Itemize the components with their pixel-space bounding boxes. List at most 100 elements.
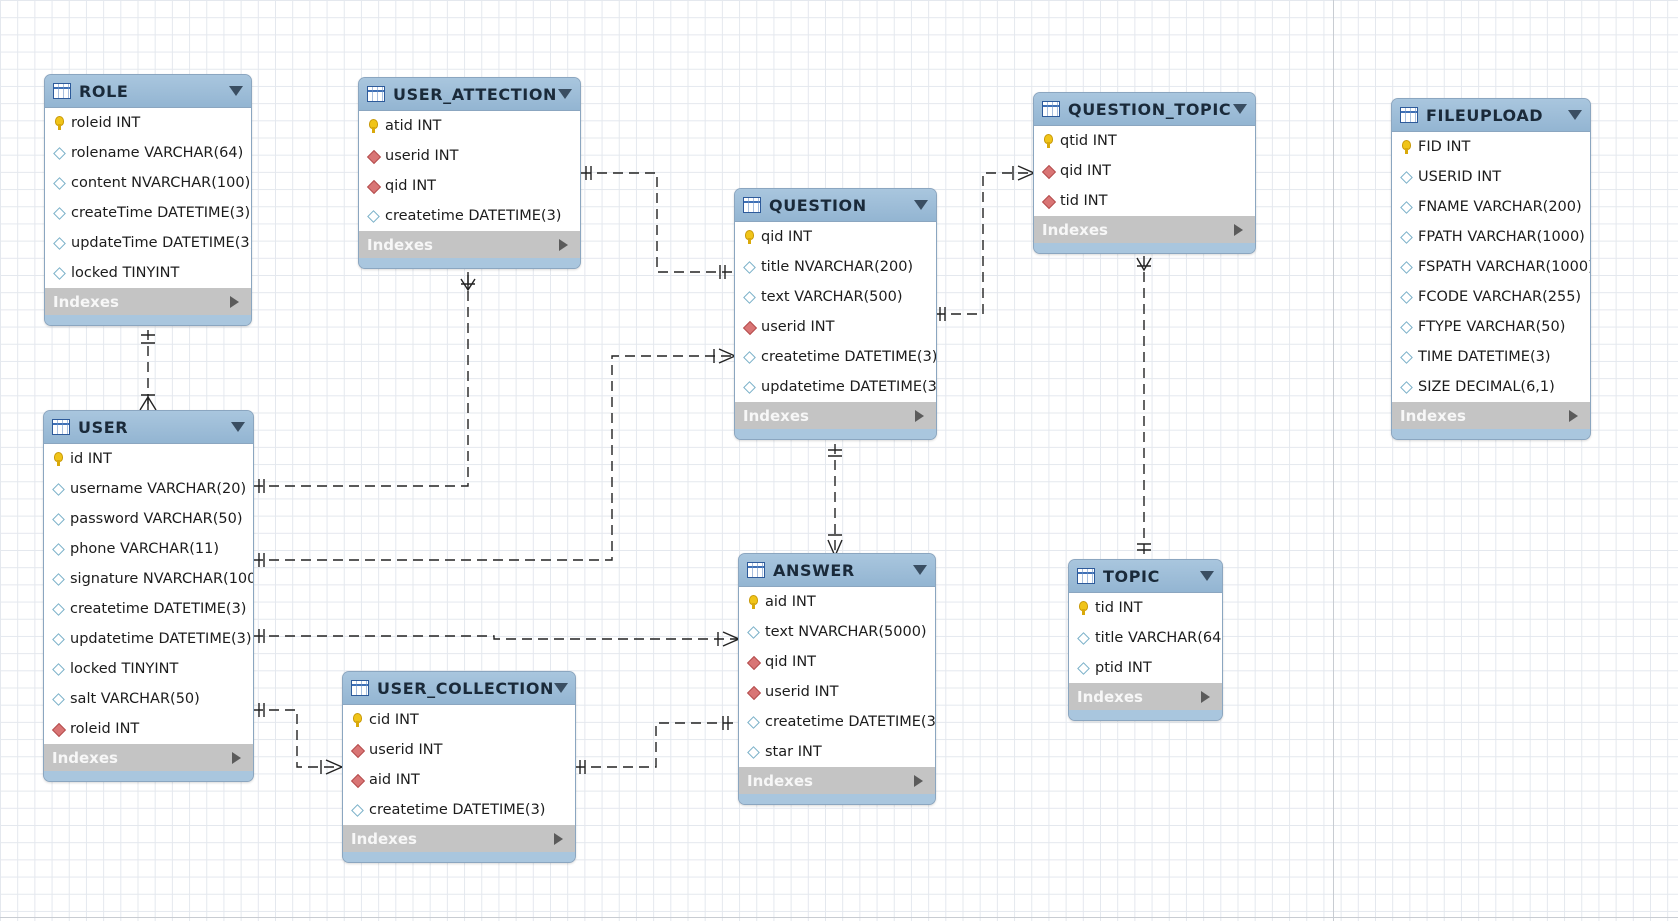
column-row[interactable]: title VARCHAR(64) bbox=[1069, 623, 1222, 653]
expand-arrow-icon[interactable] bbox=[1201, 690, 1210, 703]
column-row[interactable]: id INT bbox=[44, 444, 253, 474]
column-row[interactable]: SIZE DECIMAL(6,1) bbox=[1392, 372, 1590, 402]
column-row[interactable]: updatetime DATETIME(3) bbox=[735, 372, 936, 402]
collapse-caret-icon[interactable] bbox=[229, 86, 243, 96]
indexes-section[interactable]: Indexes bbox=[1392, 402, 1590, 429]
column-row[interactable]: ptid INT bbox=[1069, 653, 1222, 683]
indexes-section[interactable]: Indexes bbox=[44, 744, 253, 771]
column-row[interactable]: text VARCHAR(500) bbox=[735, 282, 936, 312]
entity-header[interactable]: USER_COLLECTION bbox=[343, 672, 575, 704]
column-row[interactable]: createtime DATETIME(3) bbox=[359, 201, 580, 231]
column-row[interactable]: createtime DATETIME(3) bbox=[735, 342, 936, 372]
entity-header[interactable]: USER_ATTECTION bbox=[359, 78, 580, 110]
column-label: locked TINYINT bbox=[70, 661, 179, 677]
column-row[interactable]: phone VARCHAR(11) bbox=[44, 534, 253, 564]
expand-arrow-icon[interactable] bbox=[232, 751, 241, 764]
entity-header[interactable]: TOPIC bbox=[1069, 560, 1222, 592]
collapse-caret-icon[interactable] bbox=[1233, 104, 1247, 114]
column-row[interactable]: salt VARCHAR(50) bbox=[44, 684, 253, 714]
collapse-caret-icon[interactable] bbox=[913, 565, 927, 575]
column-row[interactable]: title NVARCHAR(200) bbox=[735, 252, 936, 282]
column-row[interactable]: FID INT bbox=[1392, 132, 1590, 162]
collapse-caret-icon[interactable] bbox=[554, 683, 569, 693]
column-row[interactable]: userid INT bbox=[735, 312, 936, 342]
column-row[interactable]: star INT bbox=[739, 737, 935, 767]
expand-arrow-icon[interactable] bbox=[230, 295, 239, 308]
column-row[interactable]: updateTime DATETIME(3) bbox=[45, 228, 251, 258]
column-row[interactable]: qid INT bbox=[359, 171, 580, 201]
expand-arrow-icon[interactable] bbox=[1569, 409, 1578, 422]
column-row[interactable]: FCODE VARCHAR(255) bbox=[1392, 282, 1590, 312]
collapse-caret-icon[interactable] bbox=[1568, 110, 1582, 120]
expand-arrow-icon[interactable] bbox=[554, 832, 563, 845]
column-row[interactable]: qid INT bbox=[735, 222, 936, 252]
column-row[interactable]: locked TINYINT bbox=[45, 258, 251, 288]
column-row[interactable]: userid INT bbox=[359, 141, 580, 171]
column-row[interactable]: locked TINYINT bbox=[44, 654, 253, 684]
column-row[interactable]: TIME DATETIME(3) bbox=[1392, 342, 1590, 372]
expand-arrow-icon[interactable] bbox=[914, 774, 923, 787]
entity-header[interactable]: ANSWER bbox=[739, 554, 935, 586]
collapse-caret-icon[interactable] bbox=[231, 422, 245, 432]
column-label: updateTime DATETIME(3) bbox=[71, 235, 252, 251]
collapse-caret-icon[interactable] bbox=[1200, 571, 1214, 581]
column-row[interactable]: aid INT bbox=[739, 587, 935, 617]
indexes-section[interactable]: Indexes bbox=[739, 767, 935, 794]
indexes-section[interactable]: Indexes bbox=[343, 825, 575, 852]
column-row[interactable]: FTYPE VARCHAR(50) bbox=[1392, 312, 1590, 342]
column-row[interactable]: FPATH VARCHAR(1000) bbox=[1392, 222, 1590, 252]
column-row[interactable]: USERID INT bbox=[1392, 162, 1590, 192]
indexes-section[interactable]: Indexes bbox=[1034, 216, 1255, 243]
entity-header[interactable]: ROLE bbox=[45, 75, 251, 107]
column-row[interactable]: tid INT bbox=[1034, 186, 1255, 216]
column-row[interactable]: updatetime DATETIME(3) bbox=[44, 624, 253, 654]
column-row[interactable]: username VARCHAR(20) bbox=[44, 474, 253, 504]
column-row[interactable]: createtime DATETIME(3) bbox=[44, 594, 253, 624]
column-row[interactable]: tid INT bbox=[1069, 593, 1222, 623]
column-label: FCODE VARCHAR(255) bbox=[1418, 289, 1582, 305]
indexes-section[interactable]: Indexes bbox=[45, 288, 251, 315]
column-row[interactable]: rolename VARCHAR(64) bbox=[45, 138, 251, 168]
column-row[interactable]: createtime DATETIME(3) bbox=[343, 795, 575, 825]
indexes-section[interactable]: Indexes bbox=[1069, 683, 1222, 710]
indexes-section[interactable]: Indexes bbox=[359, 231, 580, 258]
column-row[interactable]: userid INT bbox=[343, 735, 575, 765]
column-row[interactable]: password VARCHAR(50) bbox=[44, 504, 253, 534]
column-row[interactable]: qid INT bbox=[739, 647, 935, 677]
column-row[interactable]: atid INT bbox=[359, 111, 580, 141]
entity-header[interactable]: USER bbox=[44, 411, 253, 443]
column-row[interactable]: qtid INT bbox=[1034, 126, 1255, 156]
collapse-caret-icon[interactable] bbox=[914, 200, 928, 210]
expand-arrow-icon[interactable] bbox=[1234, 223, 1243, 236]
entity-header[interactable]: FILEUPLOAD bbox=[1392, 99, 1590, 131]
column-row[interactable]: qid INT bbox=[1034, 156, 1255, 186]
column-row[interactable]: signature NVARCHAR(100) bbox=[44, 564, 253, 594]
entity-header[interactable]: QUESTION bbox=[735, 189, 936, 221]
column-row[interactable]: createTime DATETIME(3) bbox=[45, 198, 251, 228]
column-row[interactable]: FSPATH VARCHAR(1000) bbox=[1392, 252, 1590, 282]
column-row[interactable]: createtime DATETIME(3) bbox=[739, 707, 935, 737]
expand-arrow-icon[interactable] bbox=[915, 409, 924, 422]
expand-arrow-icon[interactable] bbox=[559, 238, 568, 251]
column-row[interactable]: FNAME VARCHAR(200) bbox=[1392, 192, 1590, 222]
indexes-section[interactable]: Indexes bbox=[735, 402, 936, 429]
column-row[interactable]: text NVARCHAR(5000) bbox=[739, 617, 935, 647]
column-row[interactable]: cid INT bbox=[343, 705, 575, 735]
column-row[interactable]: userid INT bbox=[739, 677, 935, 707]
column-row[interactable]: content NVARCHAR(100) bbox=[45, 168, 251, 198]
column-row[interactable]: roleid INT bbox=[44, 714, 253, 744]
column-row[interactable]: roleid INT bbox=[45, 108, 251, 138]
entity-header[interactable]: QUESTION_TOPIC bbox=[1034, 93, 1255, 125]
collapse-caret-icon[interactable] bbox=[558, 89, 572, 99]
column-row[interactable]: aid INT bbox=[343, 765, 575, 795]
